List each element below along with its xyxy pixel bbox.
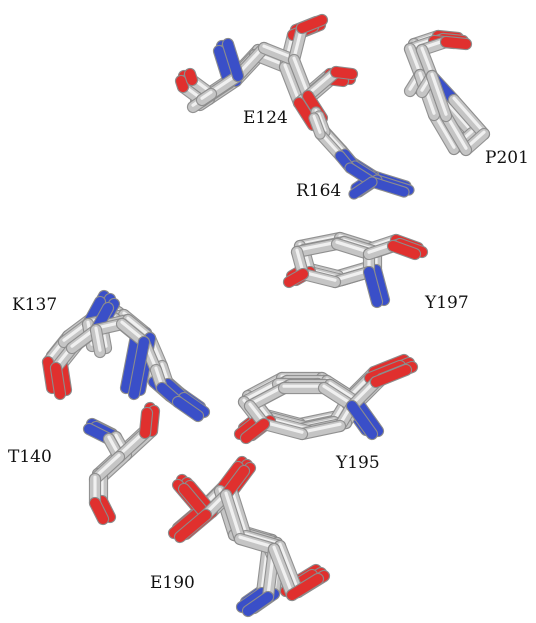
label-y197: Y197	[424, 293, 469, 313]
label-p201: P201	[485, 148, 529, 168]
residue-k137-sticks	[41, 289, 211, 423]
label-y195: Y195	[335, 453, 380, 473]
stick-models	[41, 13, 491, 618]
residue-y197-sticks	[282, 231, 429, 309]
label-r164: R164	[296, 181, 341, 201]
residue-y195-sticks	[233, 353, 419, 445]
residue-p201-sticks	[403, 29, 491, 157]
label-k137: K137	[12, 295, 57, 315]
label-t140: T140	[8, 447, 52, 467]
label-e124: E124	[243, 108, 288, 128]
label-e190: E190	[150, 573, 195, 593]
residue-t140-sticks	[82, 401, 161, 526]
residue-r164-sticks	[308, 106, 415, 200]
residue-e124-sticks	[174, 13, 359, 132]
residue-e190-sticks	[167, 455, 331, 618]
